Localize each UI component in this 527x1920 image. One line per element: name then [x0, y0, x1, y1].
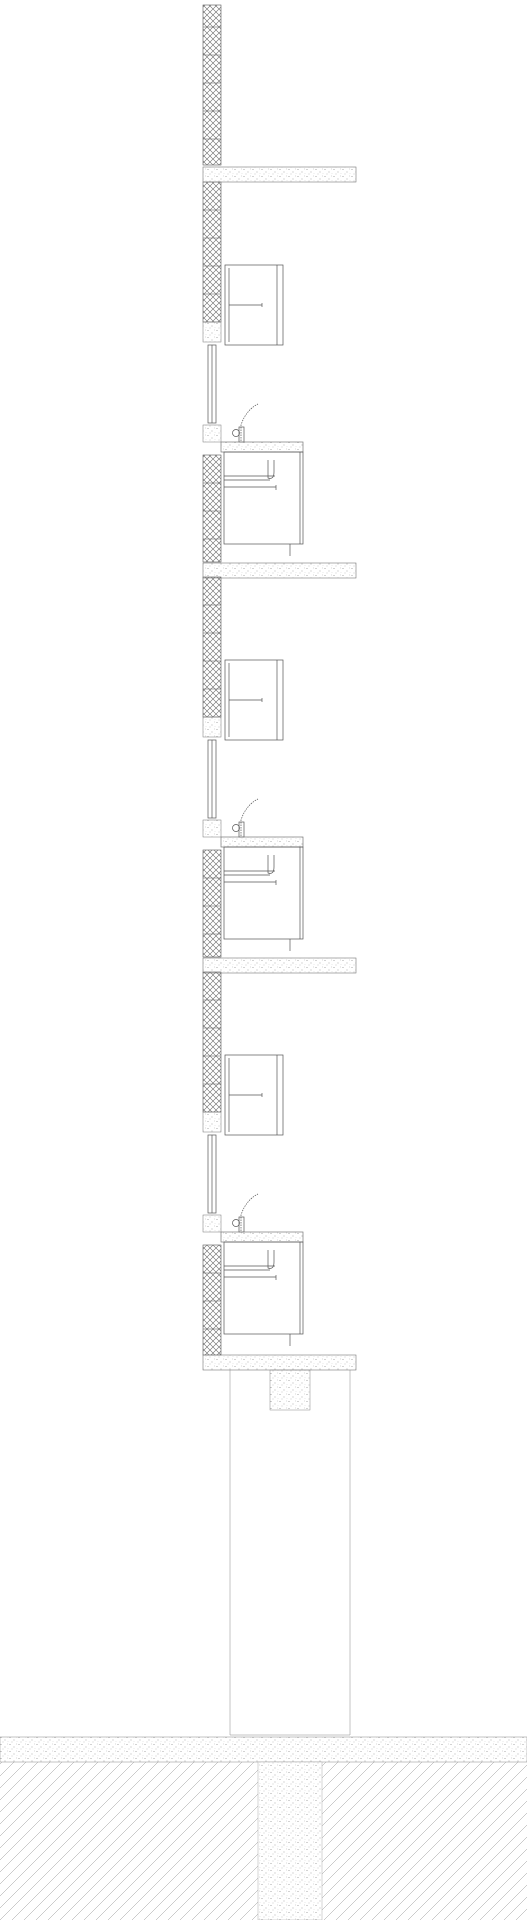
concrete-wall-pieces: [202, 321, 222, 1233]
mixer-tap: [232, 798, 259, 838]
sink-counter: [220, 836, 304, 951]
mixer-tap: [232, 1193, 259, 1233]
window-frames: [207, 344, 217, 1214]
floor-2-fixtures: [220, 659, 304, 951]
masonry-wall: [202, 4, 222, 1356]
mixer-tap: [232, 403, 259, 443]
sink-counter: [220, 441, 304, 556]
floor-1-fixtures: [220, 264, 304, 556]
ground-level-structure: [229, 1369, 351, 1736]
wall-cabinet: [224, 264, 284, 346]
floor-3-fixtures: [220, 1054, 304, 1346]
floor-slabs: [202, 166, 357, 1371]
sink-counter: [220, 1231, 304, 1346]
wall-cabinet: [224, 659, 284, 741]
wall-cabinet: [224, 1054, 284, 1136]
ground: [0, 1736, 527, 1920]
